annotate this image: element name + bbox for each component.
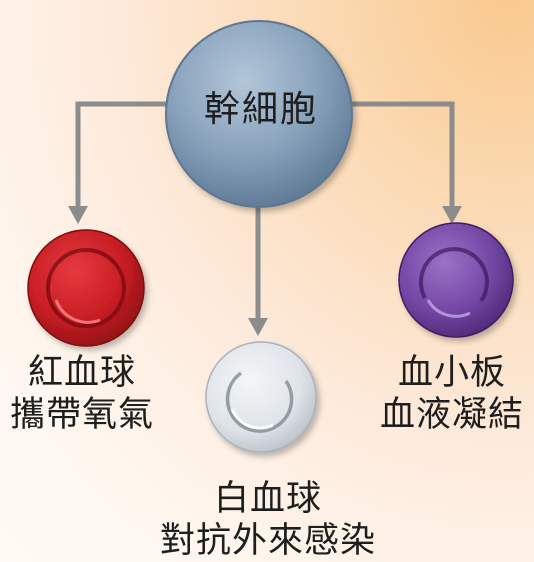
stem-cell	[165, 20, 353, 208]
arrowhead-red-blood-cell	[68, 206, 88, 224]
platelet-function: 血液凝結	[379, 395, 524, 435]
platelet-label: 血小板 血液凝結	[374, 352, 530, 436]
platelet-icon	[398, 222, 514, 338]
connector-arrows	[75, 101, 455, 320]
stem-cell-label: 幹細胞	[203, 89, 318, 130]
red-blood-cell-function: 攜帶氧氣	[9, 395, 154, 435]
arrowhead-platelet	[442, 206, 462, 224]
white-blood-cell-name: 白血球	[213, 479, 322, 519]
white-blood-cell-function: 對抗外來感染	[159, 521, 376, 561]
arrow-heads	[68, 206, 462, 336]
red-blood-cell-icon	[27, 229, 145, 347]
white-blood-cell-icon	[205, 341, 317, 453]
platelet-name: 血小板	[397, 353, 506, 393]
white-blood-cell-label: 白血球 對抗外來感染	[150, 478, 386, 562]
red-blood-cell-label: 紅血球 攜帶氧氣	[4, 352, 160, 436]
arrowhead-white-blood-cell	[248, 318, 268, 336]
red-blood-cell-name: 紅血球	[27, 353, 136, 393]
arrow-to-platelet	[345, 101, 455, 208]
arrow-to-red-blood-cell	[75, 101, 175, 208]
